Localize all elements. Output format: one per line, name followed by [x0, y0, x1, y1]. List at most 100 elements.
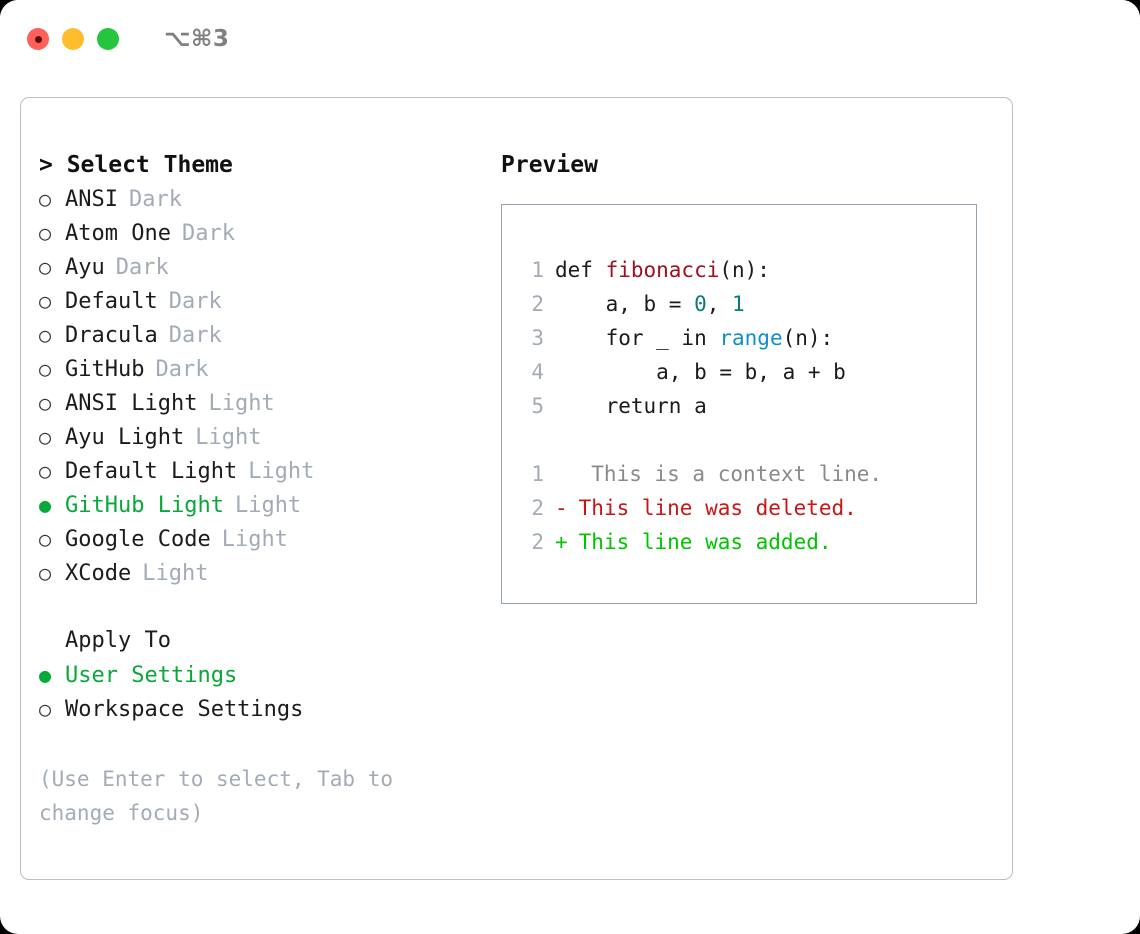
- apply-to-list: ● User Settings ○ Workspace Settings: [39, 658, 479, 726]
- theme-option-kind: Light: [195, 425, 262, 450]
- radio-unselected-icon: ○: [39, 391, 52, 415]
- radio-unselected-icon: ○: [39, 255, 52, 279]
- line-number: 5: [531, 394, 544, 418]
- diff-sample: 1 This is a context line. 2- This line wa…: [522, 457, 976, 559]
- theme-option-kind: Dark: [155, 357, 209, 382]
- theme-option-label: XCode: [65, 561, 132, 586]
- radio-unselected-icon: ○: [39, 459, 52, 483]
- radio-unselected-icon: ○: [39, 425, 52, 449]
- theme-option-label: Google Code: [65, 527, 211, 552]
- theme-option-default[interactable]: ○ Default Dark: [39, 284, 479, 318]
- code-line: 5 return a: [522, 389, 976, 423]
- radio-unselected-icon: ○: [39, 221, 52, 245]
- keyboard-shortcut-label: ⌥⌘3: [164, 26, 230, 52]
- code-token: for _ in: [555, 326, 720, 350]
- code-line: 3 for _ in range(n):: [522, 321, 976, 355]
- theme-option-xcode[interactable]: ○ XCode Light: [39, 556, 479, 590]
- maximize-window-icon[interactable]: [97, 28, 119, 50]
- diff-sign: [555, 457, 566, 491]
- theme-option-github[interactable]: ○ GitHub Dark: [39, 352, 479, 386]
- diff-text: This line was added.: [566, 530, 832, 554]
- theme-option-label: Ayu Light: [65, 425, 185, 450]
- code-line: 2 a, b = 0, 1: [522, 287, 976, 321]
- radio-unselected-icon: ○: [39, 357, 52, 381]
- radio-unselected-icon: ○: [39, 697, 52, 721]
- theme-option-kind: Light: [248, 459, 315, 484]
- radio-selected-icon: ●: [39, 663, 52, 687]
- diff-line: 2- This line was deleted.: [522, 491, 976, 525]
- theme-option-kind: Dark: [168, 323, 222, 348]
- code-token: 0: [694, 292, 707, 316]
- code-token: 1: [732, 292, 745, 316]
- preview-spacer: [522, 423, 976, 457]
- traffic-lights: [27, 28, 119, 50]
- radio-unselected-icon: ○: [39, 323, 52, 347]
- code-token: a, b =: [555, 292, 695, 316]
- minimize-window-icon[interactable]: [62, 28, 84, 50]
- line-number: 1: [531, 462, 544, 486]
- diff-sign: -: [555, 496, 568, 520]
- select-theme-header: > Select Theme: [39, 152, 233, 178]
- line-number: 1: [531, 258, 544, 282]
- radio-unselected-icon: ○: [39, 187, 52, 211]
- line-number: 4: [531, 360, 544, 384]
- diff-line: 2 + This line was added.: [522, 525, 976, 559]
- radio-unselected-icon: ○: [39, 527, 52, 551]
- keyboard-hint: (Use Enter to select, Tab to change focu…: [39, 767, 394, 825]
- theme-option-kind: Dark: [168, 289, 222, 314]
- theme-option-label: GitHub Light: [65, 493, 224, 518]
- code-token: fibonacci: [605, 258, 720, 282]
- apply-to-option-workspace-settings[interactable]: ○ Workspace Settings: [39, 692, 479, 726]
- line-number: 2: [531, 496, 544, 520]
- apply-to-title: Apply To: [65, 628, 171, 653]
- code-token: (n):: [782, 326, 834, 350]
- theme-option-kind: Dark: [181, 221, 235, 246]
- diff-sign: +: [555, 530, 568, 554]
- line-number: 3: [531, 326, 544, 350]
- theme-option-ansi-light[interactable]: ○ ANSI Light Light: [39, 386, 479, 420]
- code-token: (n):: [719, 258, 770, 282]
- theme-option-label: Atom One: [65, 221, 171, 246]
- apply-to-section: Apply To ● User Settings ○ Workspace Settin…: [39, 624, 479, 726]
- theme-option-label: Default: [65, 289, 158, 314]
- close-window-icon[interactable]: [27, 28, 49, 50]
- theme-option-kind: Light: [142, 561, 209, 586]
- line-number: 2: [531, 292, 544, 316]
- theme-option-label: Dracula: [65, 323, 158, 348]
- preview-title: Preview: [501, 152, 598, 178]
- theme-option-dracula[interactable]: ○ Dracula Dark: [39, 318, 479, 352]
- theme-option-atom-one[interactable]: ○ Atom One Dark: [39, 216, 479, 250]
- theme-option-kind: Light: [208, 391, 275, 416]
- theme-option-label: ANSI Light: [65, 391, 198, 416]
- title-bar: ⌥⌘3: [0, 0, 1140, 78]
- theme-option-label: GitHub: [65, 357, 145, 382]
- radio-selected-icon: ●: [39, 493, 52, 517]
- code-token: return a: [555, 394, 707, 418]
- theme-option-label: ANSI: [65, 187, 118, 212]
- diff-text: This line was deleted.: [566, 496, 857, 520]
- apply-to-option-label: Workspace Settings: [65, 697, 304, 722]
- radio-unselected-icon: ○: [39, 561, 52, 585]
- line-number: 2: [531, 530, 544, 554]
- radio-unselected-icon: ○: [39, 289, 52, 313]
- code-token: a, b = b, a + b: [555, 360, 846, 384]
- theme-option-ayu-light[interactable]: ○ Ayu Light Light: [39, 420, 479, 454]
- apply-to-option-label: User Settings: [65, 663, 238, 688]
- theme-option-label: Ayu: [65, 255, 105, 280]
- diff-text: This is a context line.: [566, 462, 883, 486]
- code-token: range: [719, 326, 783, 350]
- apply-to-option-user-settings[interactable]: ● User Settings: [39, 658, 479, 692]
- theme-option-default-light[interactable]: ○ Default Light Light: [39, 454, 479, 488]
- theme-option-label: Default Light: [65, 459, 238, 484]
